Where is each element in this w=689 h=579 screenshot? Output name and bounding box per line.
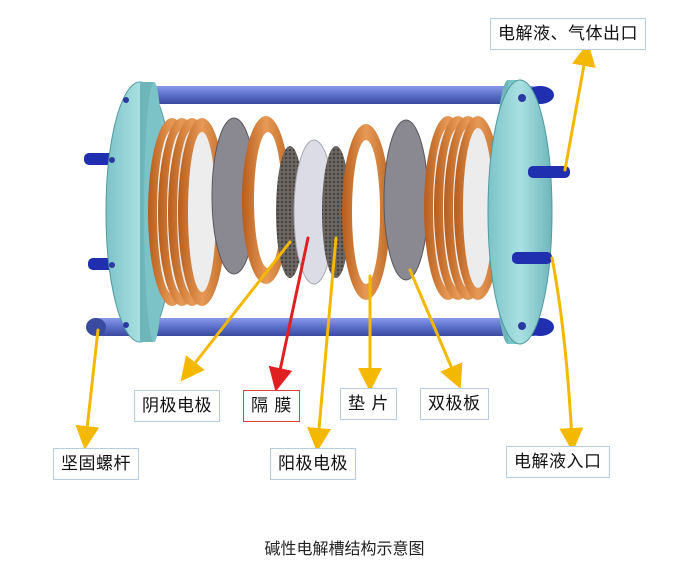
left-bolts: [84, 153, 114, 270]
right-end-plate: [487, 79, 553, 345]
label-bipolar: 双极板: [420, 388, 489, 420]
figure-caption: 碱性电解槽结构示意图: [264, 539, 425, 558]
right-ports: [512, 166, 570, 264]
label-cathode: 阴极电极: [134, 390, 220, 422]
callout-arrows: [75, 42, 596, 452]
label-inlet: 电解液入口: [506, 446, 610, 478]
tie-rod-top: [140, 86, 554, 104]
label-outlet: 电解液、气体出口: [490, 18, 646, 50]
right-electrode-stack: [424, 116, 502, 300]
arrow-tie-rod: [75, 328, 100, 450]
label-gasket: 垫 片: [340, 388, 397, 420]
label-anode: 阳极电极: [270, 448, 356, 480]
label-tie-rod: 坚固螺杆: [53, 448, 139, 480]
arrow-diaphragm: [268, 236, 310, 392]
anode-mesh: [322, 146, 350, 278]
arrow-outlet: [563, 42, 596, 172]
gasket-ring-right: [342, 124, 390, 300]
arrow-anode: [307, 236, 338, 452]
arrow-cathode: [180, 240, 292, 382]
arrow-inlet: [550, 256, 584, 452]
left-electrode-stack: [148, 118, 226, 306]
bipolar-plate-right: [383, 119, 429, 281]
arrow-bipolar: [408, 268, 463, 390]
label-diaphragm: 隔 膜: [243, 390, 300, 422]
